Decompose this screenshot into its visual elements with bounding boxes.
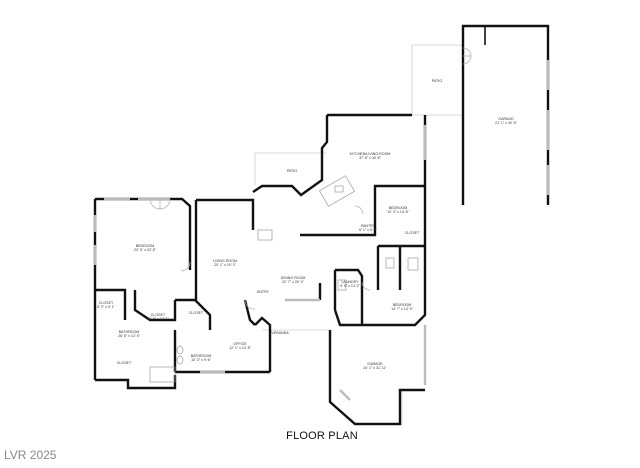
room-name: PANTRY [360, 224, 376, 228]
room-name: OFFICE [233, 342, 247, 346]
room-name: CLOSET [98, 301, 114, 305]
room-name: BEDROOM [392, 303, 412, 307]
room-label-patio-2: PATIO [432, 79, 442, 83]
room-name: LIVING ROOM [213, 259, 237, 263]
room-label-closet-1: CLOSET [405, 231, 419, 235]
room-name: CLOSET [188, 311, 204, 315]
room-dimensions: 21' 1" x 40' 8" [495, 121, 517, 126]
room-label-entry: ENTRY [257, 290, 269, 294]
room-dimensions: 6' 2" x 9' 1" [97, 305, 115, 310]
room-dimensions: 24' 1" x 31' 11" [363, 366, 387, 371]
room-name: DINING ROOM [280, 276, 306, 280]
room-dimensions: 22' 7" x 20' 4" [282, 280, 304, 285]
room-dimensions: 9' 5" x 13' 2" [340, 284, 360, 289]
room-dimensions: 6' 1" x 5' 0" [359, 228, 377, 233]
room-name: PATIO [431, 79, 443, 83]
room-dimensions: 37' 6" x 30' 8" [359, 156, 381, 161]
room-dimensions: 14' 7" x 13' 9" [391, 307, 413, 312]
exterior-walls [93, 24, 550, 426]
room-name: CLOSET [150, 313, 166, 317]
room-name: CLOSET [404, 231, 420, 235]
room-name: BEDROOM [135, 244, 155, 248]
room-name: KITCHEN/LIVING ROOM [349, 152, 391, 156]
room-name: LAUNDRY [341, 280, 359, 284]
room-dimensions: 26' 6" x 13' 5" [118, 334, 140, 339]
doors [149, 47, 472, 310]
room-name: BATHROOM [118, 330, 140, 334]
room-name: VERANDA [271, 331, 289, 335]
room-dimensions: 12' 3" x 14' 8" [387, 210, 409, 215]
room-name: CLOSET [116, 361, 132, 365]
room-name: GARAGE [498, 117, 514, 121]
room-name: BATHROOM [190, 354, 212, 358]
room-dimensions: 23' 5" x 23' 8" [134, 248, 156, 253]
room-name: PATIO [286, 169, 298, 173]
room-dimensions: 12' 1" x 13' 8" [229, 346, 251, 351]
room-name: GARAGE [367, 362, 383, 366]
room-label-closet-3: CLOSET [117, 361, 131, 365]
room-dimensions: 10' 9" x 12' 1" [147, 317, 169, 322]
windows [93, 60, 550, 401]
room-label-patio-1: PATIO [287, 169, 297, 173]
room-dimensions: 20' 1" x 19' 3" [214, 263, 236, 268]
room-name: ENTRY [256, 290, 270, 294]
fixtures [149, 175, 419, 383]
room-dimensions: 10' 3" x 9' 6" [191, 358, 211, 363]
room-name: BEDROOM [388, 206, 408, 210]
room-label-veranda: VERANDA [271, 331, 288, 335]
floor-plan-title: FLOOR PLAN [286, 430, 358, 442]
watermark: LVR 2025 [4, 448, 57, 462]
room-label-closet-2: CLOSET [189, 311, 203, 315]
